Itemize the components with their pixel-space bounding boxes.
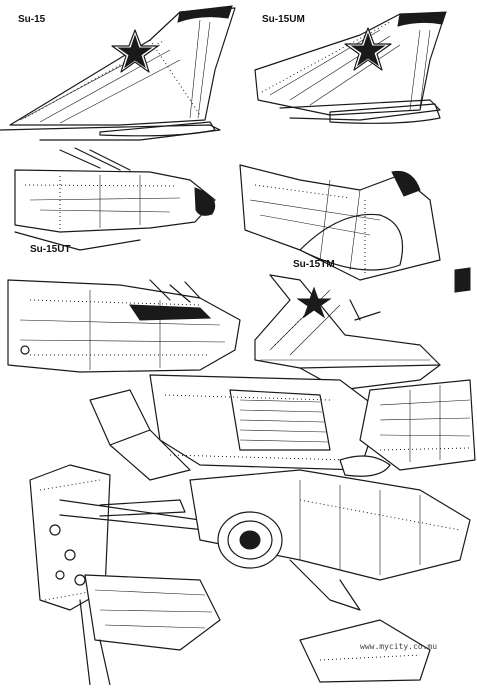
label-su15tm: Su-15TM bbox=[293, 259, 335, 270]
star-icon bbox=[111, 29, 159, 73]
star-icon bbox=[296, 286, 332, 319]
label-su15ut: Su-15UT bbox=[30, 244, 71, 255]
su15ut-forward-fuselage-drawing bbox=[7, 279, 241, 373]
lower-panel-closeup-drawing bbox=[79, 574, 431, 686]
label-su15: Su-15 bbox=[18, 14, 46, 25]
label-su15um: Su-15UM bbox=[262, 14, 305, 25]
watermark: www.mycity.co.mu bbox=[360, 642, 438, 651]
star-icon bbox=[344, 27, 392, 71]
su15-tail-fin-drawing bbox=[0, 5, 236, 141]
engine-bay-open-drawing bbox=[89, 374, 391, 481]
engine-intake-closeup-drawing bbox=[239, 164, 471, 293]
su15um-tail-fin-drawing bbox=[254, 11, 447, 124]
nose-radome-closeup-drawing bbox=[14, 147, 216, 251]
engine-nozzle-drawing bbox=[189, 469, 471, 611]
rear-fuselage-panels-drawing bbox=[359, 379, 476, 471]
su15tm-tail-fin-drawing bbox=[254, 274, 441, 391]
